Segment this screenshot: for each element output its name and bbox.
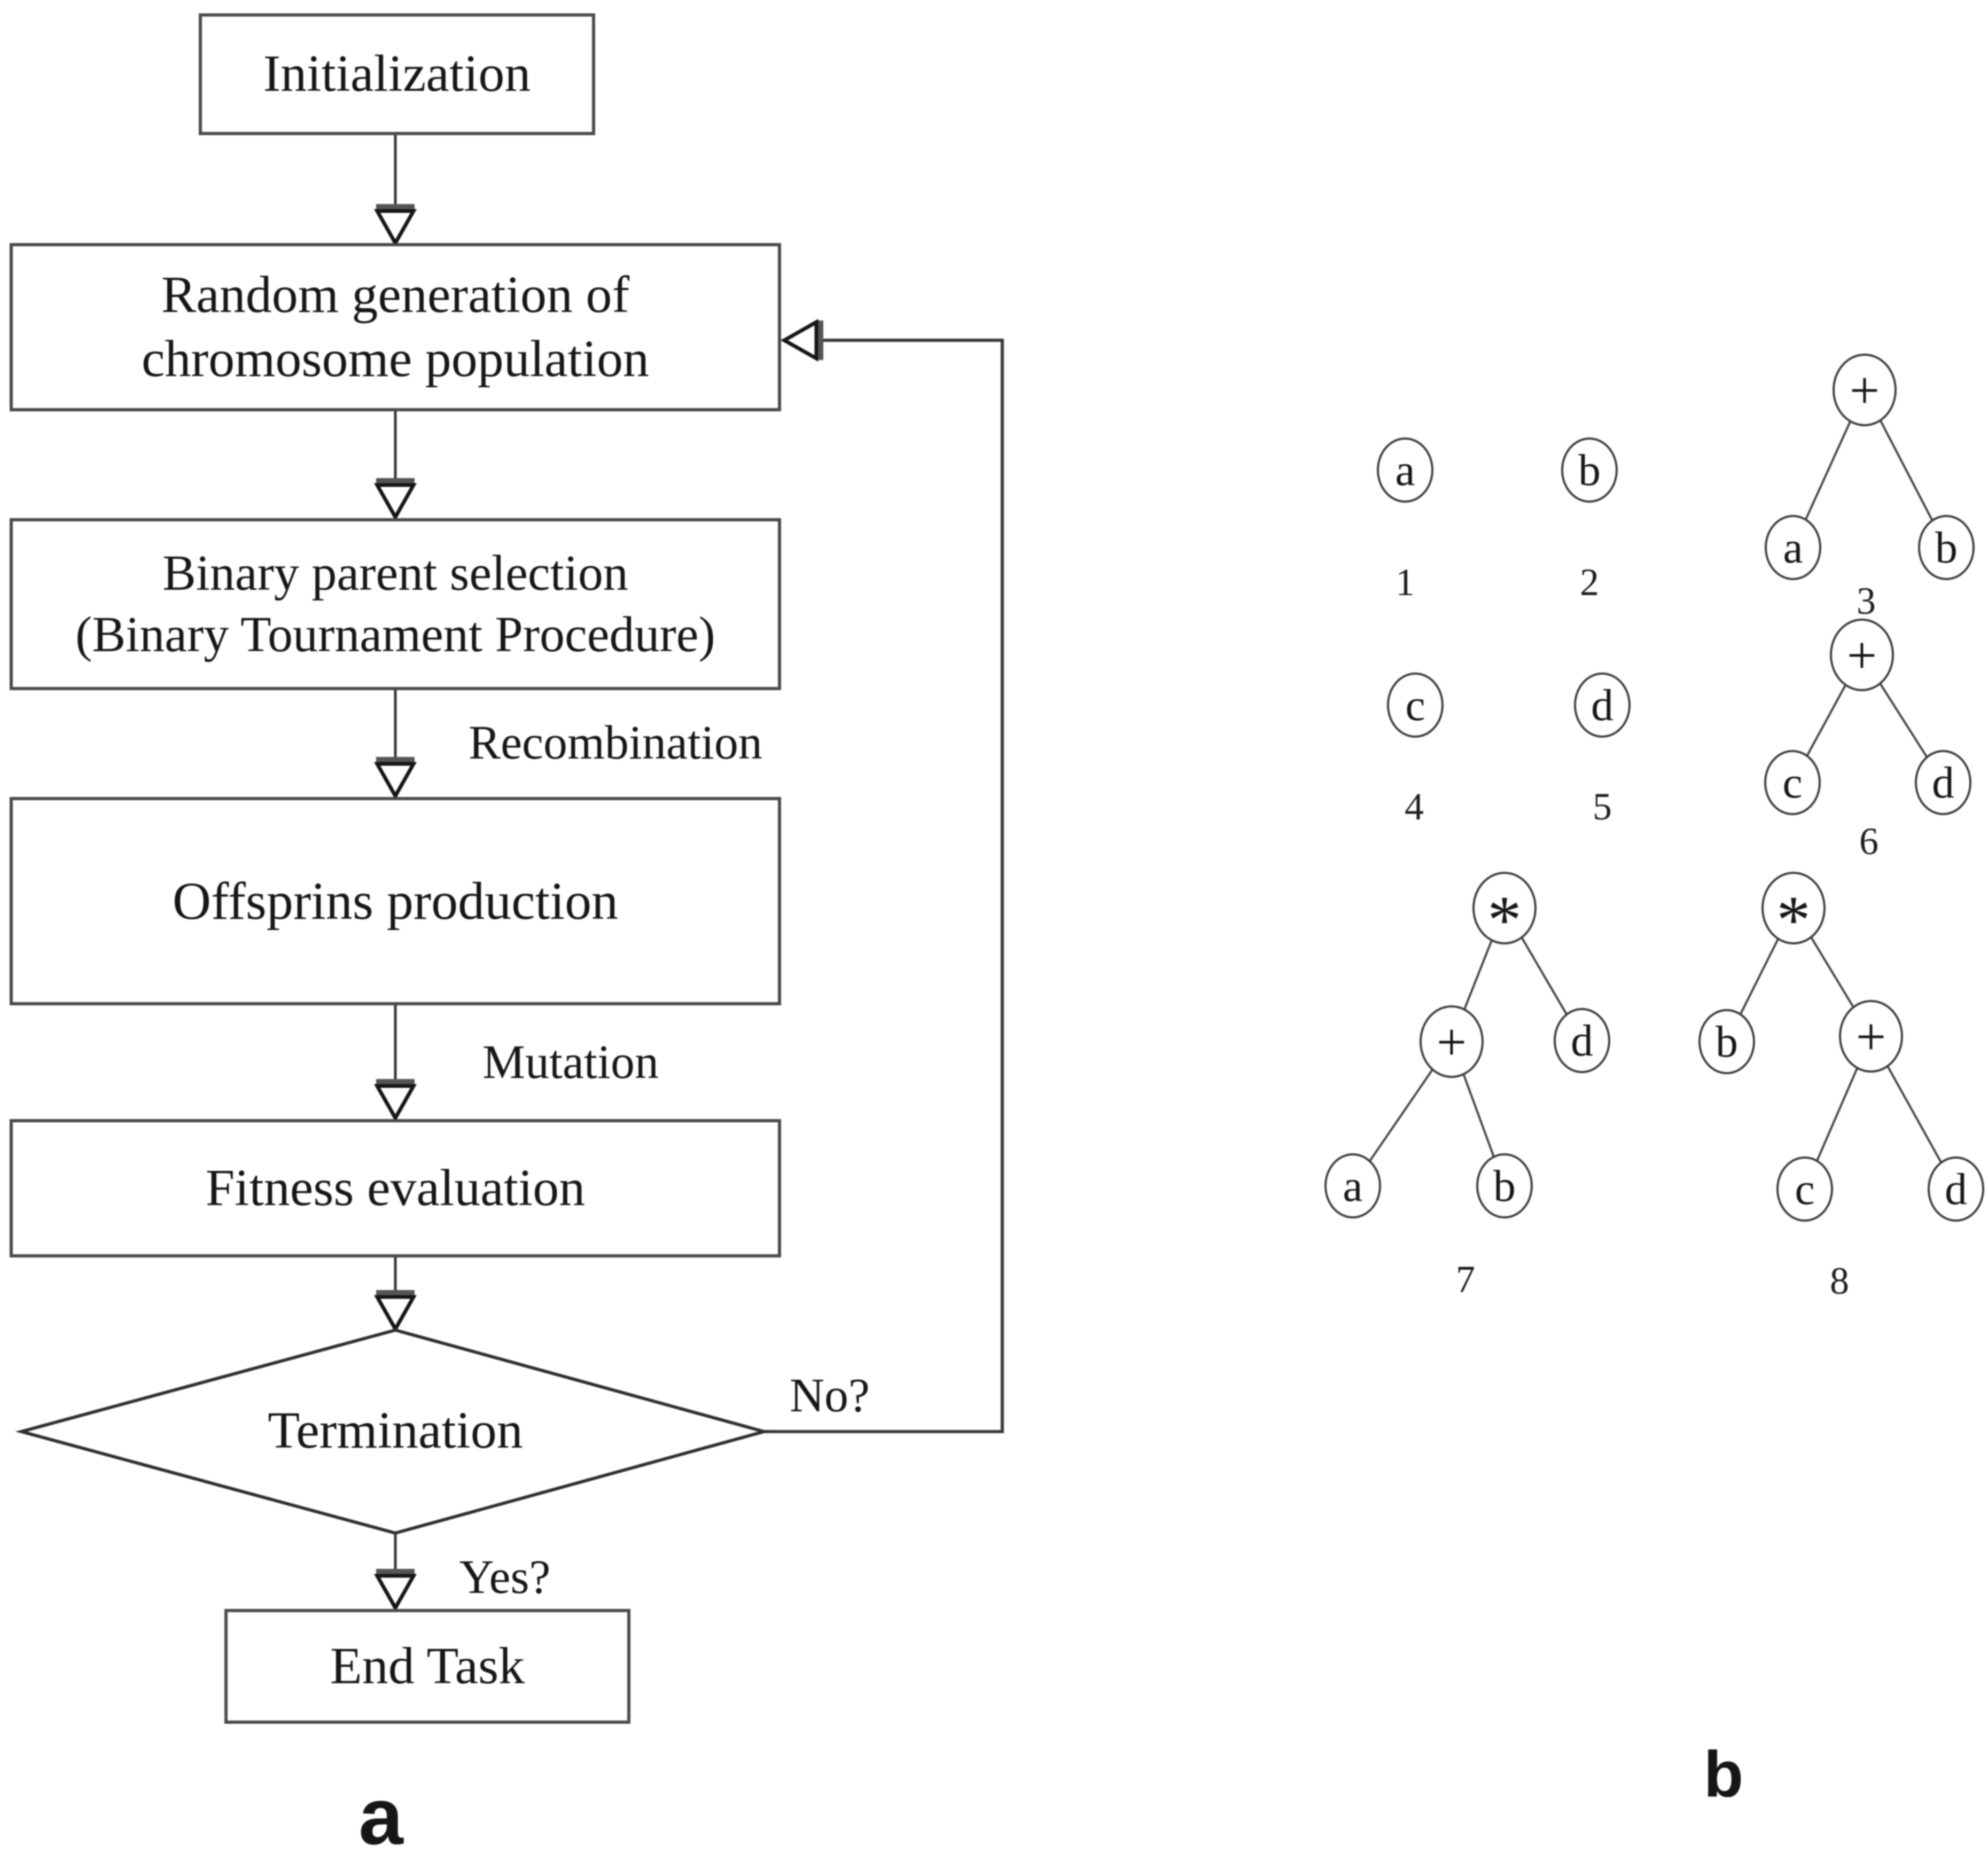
flowchart-box-end-task: End Task: [224, 1609, 630, 1724]
edge-label-no: No?: [790, 1369, 870, 1422]
tree8-node-star: *: [1761, 872, 1826, 957]
panel-label-b: b: [1703, 1737, 1744, 1810]
tree6-node-c: c: [1764, 750, 1821, 815]
tree8-node-b: b: [1698, 1009, 1755, 1074]
termination-diamond-shape: [15, 1328, 770, 1535]
node-label: +: [1849, 360, 1880, 420]
flowchart-box-initialization: Initialization: [199, 13, 595, 135]
box-label: Fitness evaluation: [205, 1159, 586, 1217]
termination-diamond-label: Termination: [268, 1402, 523, 1459]
node-label: d: [1945, 1164, 1967, 1214]
arrowhead-icon: [780, 318, 818, 362]
node-label: d: [1571, 1015, 1593, 1066]
tree6-number: 6: [1859, 819, 1878, 863]
tree4-number: 4: [1405, 785, 1424, 828]
tree6-node-plus: +: [1830, 619, 1894, 691]
edge-label-recombination: Recombination: [469, 716, 762, 769]
node-label: a: [1783, 522, 1803, 573]
arrowhead-icon: [373, 1574, 417, 1612]
tree7-node-d: d: [1554, 1008, 1610, 1073]
node-label: b: [1493, 1161, 1516, 1211]
edge-label-yes: Yes?: [459, 1550, 551, 1604]
tree7-node-a: a: [1324, 1153, 1381, 1218]
arrowhead-icon: [373, 1295, 417, 1333]
box-label: Offsprins production: [172, 871, 619, 931]
node-label: +: [1436, 1012, 1467, 1072]
arrowhead-left: [780, 318, 823, 362]
tree8-number: 8: [1830, 1259, 1849, 1302]
tree8-node-d: d: [1928, 1156, 1984, 1222]
tree3-node-a: a: [1765, 515, 1821, 580]
box-label: End Task: [330, 1637, 525, 1695]
tree3-number: 3: [1857, 579, 1876, 622]
tree2-number: 2: [1580, 560, 1599, 604]
node-label: c: [1782, 757, 1803, 808]
panel-label-a: a: [358, 1771, 403, 1861]
tree5-number: 5: [1593, 785, 1612, 828]
arrowheads-down: [373, 204, 417, 1612]
node-label: c: [1795, 1164, 1815, 1214]
feedback-loop-line: [764, 339, 1004, 1433]
node-label: b: [1935, 522, 1958, 573]
box-label-line1: Random generation of: [161, 265, 630, 324]
tree7-node-plus: +: [1420, 1005, 1484, 1078]
node-label: +: [1846, 625, 1877, 685]
box-label: Initialization: [263, 45, 531, 103]
tree2-node-b: b: [1561, 437, 1618, 503]
node-label: +: [1856, 1006, 1886, 1066]
box-label-line1: Binary parent selection: [162, 545, 628, 601]
tree6-node-d: d: [1915, 750, 1971, 815]
node-label: a: [1343, 1161, 1363, 1211]
tree7-node-b: b: [1476, 1153, 1533, 1218]
flowchart-box-random-generation: Random generation of chromosome populati…: [10, 243, 781, 411]
tree4-node-c: c: [1387, 673, 1444, 738]
node-label: b: [1716, 1017, 1738, 1067]
tree7-node-star: *: [1472, 872, 1537, 957]
arrowhead-icon: [373, 1084, 417, 1122]
flowchart-box-fitness-evaluation: Fitness evaluation: [10, 1119, 781, 1257]
tree8-node-plus: +: [1839, 1000, 1903, 1073]
node-label: d: [1591, 680, 1613, 730]
box-label-line2: (Binary Tournament Procedure): [75, 607, 715, 662]
edge-label-mutation: Mutation: [482, 1035, 659, 1089]
flowchart-box-offspring-production: Offsprins production: [10, 797, 781, 1005]
box-label-line2: chromosome population: [142, 330, 649, 388]
tree3-node-plus: +: [1833, 354, 1897, 426]
node-label: a: [1395, 445, 1415, 495]
node-label: d: [1932, 757, 1954, 808]
tree5-node-d: d: [1574, 673, 1631, 738]
arrowhead-icon: [373, 483, 417, 521]
arrowhead-icon: [373, 762, 417, 800]
tree1-number: 1: [1396, 560, 1415, 604]
tree8-node-c: c: [1776, 1156, 1833, 1222]
node-label: *: [1776, 881, 1811, 958]
tree3-node-b: b: [1918, 515, 1975, 580]
node-label: c: [1405, 680, 1425, 730]
tree7-number: 7: [1456, 1257, 1475, 1301]
arrowhead-icon: [373, 209, 417, 247]
node-label: *: [1487, 881, 1522, 958]
tree1-node-a: a: [1377, 437, 1433, 503]
node-label: b: [1578, 445, 1601, 495]
flowchart-box-binary-parent-selection: Binary parent selection (Binary Tourname…: [10, 518, 781, 690]
